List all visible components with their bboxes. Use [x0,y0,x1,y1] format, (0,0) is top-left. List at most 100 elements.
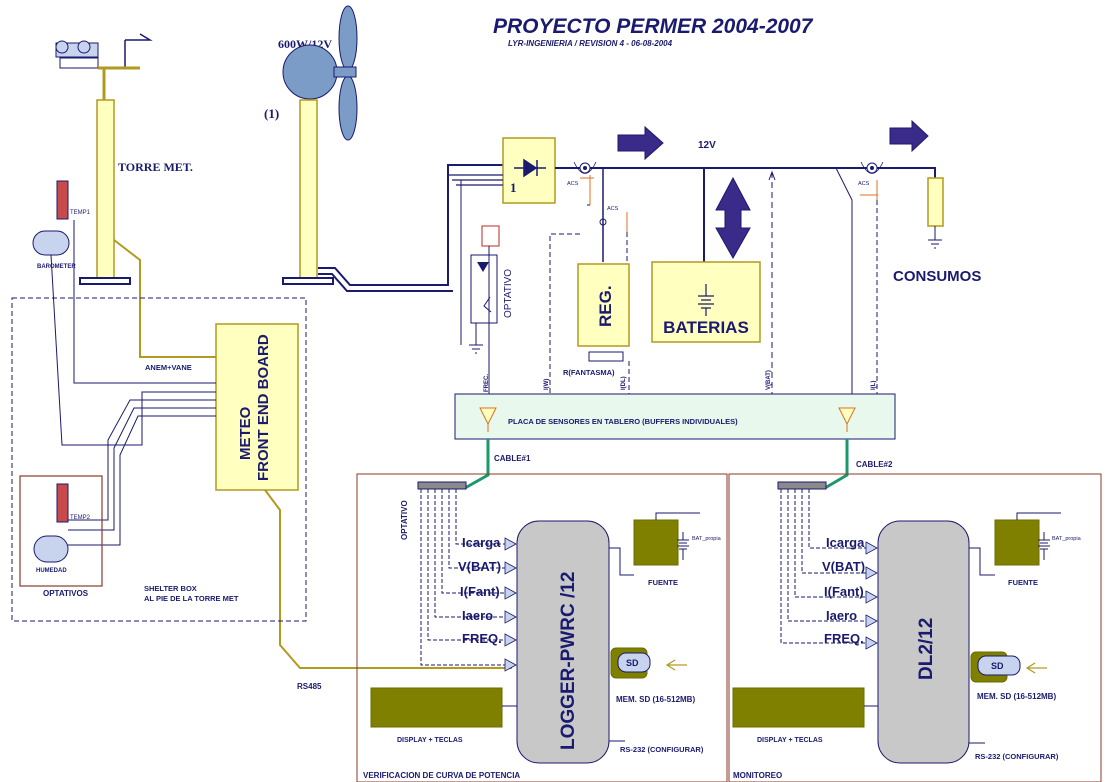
shelter-label-1: SHELTER BOX [144,584,197,593]
dl-name: DL2/12 [916,618,937,680]
tower-base [79,277,131,285]
logger-name: LOGGER-PWRC /12 [558,572,579,750]
logger-psu-label: FUENTE [648,578,678,587]
signal-v-bat: V(BAT) [766,370,772,390]
logger-panel: OPTATIVO Icarga V(BAT) I(Fant) Iaero FRE… [363,481,722,780]
dl-display [732,687,865,728]
humidity-sensor [33,535,69,563]
dl-input-ifant: I(Fant) [824,584,864,599]
acs-sensor-3: ACS [858,161,884,200]
acs-sensor-1: ACS [567,161,597,205]
dl-box [877,520,970,764]
rectifier-ref: 1 [510,180,517,195]
cable-1 [464,439,490,490]
barometer-label: BAROMETER [37,264,76,270]
dl-sd-card [977,655,1021,676]
dl-rs232-label: RS-232 (CONFIGURAR) [975,752,1059,761]
logger-bat-icon [677,532,689,560]
signal-i-dl: I(DL) [621,376,627,390]
logger-sd-label: SD [626,658,639,668]
barometer-sensor [32,230,70,256]
diagram-subtitle: LYR-INGENIERIA / REVISION 4 - 06-08-2004 [508,39,673,48]
dl-bat-icon [1038,532,1050,560]
logger-input-icarga: Icarga [462,535,501,550]
turbine-blade-upper [338,5,358,71]
dl-panel: Icarga V(BAT) I(Fant) Iaero FREQ. DL2/12… [732,481,1082,780]
logger-input-freq: FREQ. [462,631,502,646]
loads-label: CONSUMOS [893,268,981,285]
shelter-box: TEMP2 HUMEDAD OPTATIVOS SHELTER BOX AL P… [11,297,322,691]
dl-sd-label: SD [991,661,1004,671]
dl-display-label: DISPLAY + TECLAS [757,737,823,744]
dl-section-label: MONITOREO [733,771,782,780]
batteries-block: BATERIAS [651,168,761,343]
phantom-label: R(FANTASMA) [563,368,615,377]
dl-bat-label: BAT_propia [1052,536,1082,542]
rs485-label: RS485 [297,682,322,691]
dl-input-icarga: Icarga [826,535,865,550]
dl-section [728,473,1102,782]
buffer-icon-1 [479,407,497,432]
tower-mast [96,99,115,279]
turbine-cables [318,164,505,292]
cable-1-label: CABLE#1 [494,454,531,463]
cable-2 [824,439,849,490]
diagram-title: PROYECTO PERMER 2004-2007 [493,15,814,38]
dl-input-vbat: V(BAT) [822,559,865,574]
logger-display [370,687,503,728]
logger-box [516,520,610,764]
logger-input-iaero: Iaero [462,608,493,623]
signal-i-w: I(W) [544,379,550,390]
svg-text:ACS: ACS [607,206,619,212]
turbine-blade-lower [338,75,358,141]
battery-icon [698,284,714,316]
logger-section [356,473,728,782]
logger-bat-label: BAT_propia [692,536,722,542]
cable-2-label: CABLE#2 [856,460,893,469]
dl-psu-label: FUENTE [1008,578,1038,587]
signal-frec: FREC. [484,374,490,392]
sensor-board: PLACA DE SENSORES EN TABLERO (BUFFERS IN… [454,393,896,440]
sensor-board-label: PLACA DE SENSORES EN TABLERO (BUFFERS IN… [508,417,738,426]
optativo-freq-label: OPTATIVO [503,269,514,318]
logger-connector [417,481,467,490]
optativos-label: OPTATIVOS [43,589,89,598]
svg-text:ACS: ACS [567,181,579,187]
meteo-label-1: METEO [237,406,254,460]
temp2-sensor [56,483,69,523]
turbine-mast [299,99,318,279]
anem-vane-label: ANEM+VANE [145,363,192,372]
dl-connector [777,481,827,490]
svg-text:ACS: ACS [858,181,870,187]
dl-input-iaero: Iaero [826,608,857,623]
temp2-label: TEMP2 [70,515,91,521]
met-tower: TORRE MET. TEMP1 BAROMETER [32,33,193,285]
battery-flow-arrow [715,176,751,260]
batteries-label: BATERIAS [663,318,749,337]
shelter-label-2: AL PIE DE LA TORRE MET [144,594,239,603]
wind-vane-icon [124,33,153,68]
buffer-icon-2 [838,407,856,432]
rectifier-block: 1 [502,137,556,204]
logger-input-ifant: I(Fant) [460,584,500,599]
phantom-resistor [588,351,624,362]
turbine-base [282,277,334,285]
bus-voltage: 12V [698,140,716,151]
sensor-signal-lines [488,167,878,394]
signal-i-l: I(L) [871,381,877,390]
dl-psu [994,519,1040,566]
acs-sensor-2: ACS [599,168,628,262]
logger-mem-label: MEM. SD (16-512MB) [616,695,695,704]
logger-rs232-label: RS-232 (CONFIGURAR) [620,745,704,754]
meteo-label-2: FRONT END BOARD [255,334,272,481]
regulator-label: REG. [596,285,615,327]
loads-block: CONSUMOS [893,177,981,285]
logger-sd-card [617,652,651,673]
logger-input-vbat: V(BAT) [458,559,501,574]
optativos-box [19,475,103,587]
dl-input-freq: FREQ. [824,631,864,646]
wind-turbine: 600W/12V (1) [264,5,358,285]
regulator-block: REG. R(FANTASMA) [563,263,630,377]
temp1-sensor [56,180,69,220]
temp1-label: TEMP1 [70,210,91,216]
